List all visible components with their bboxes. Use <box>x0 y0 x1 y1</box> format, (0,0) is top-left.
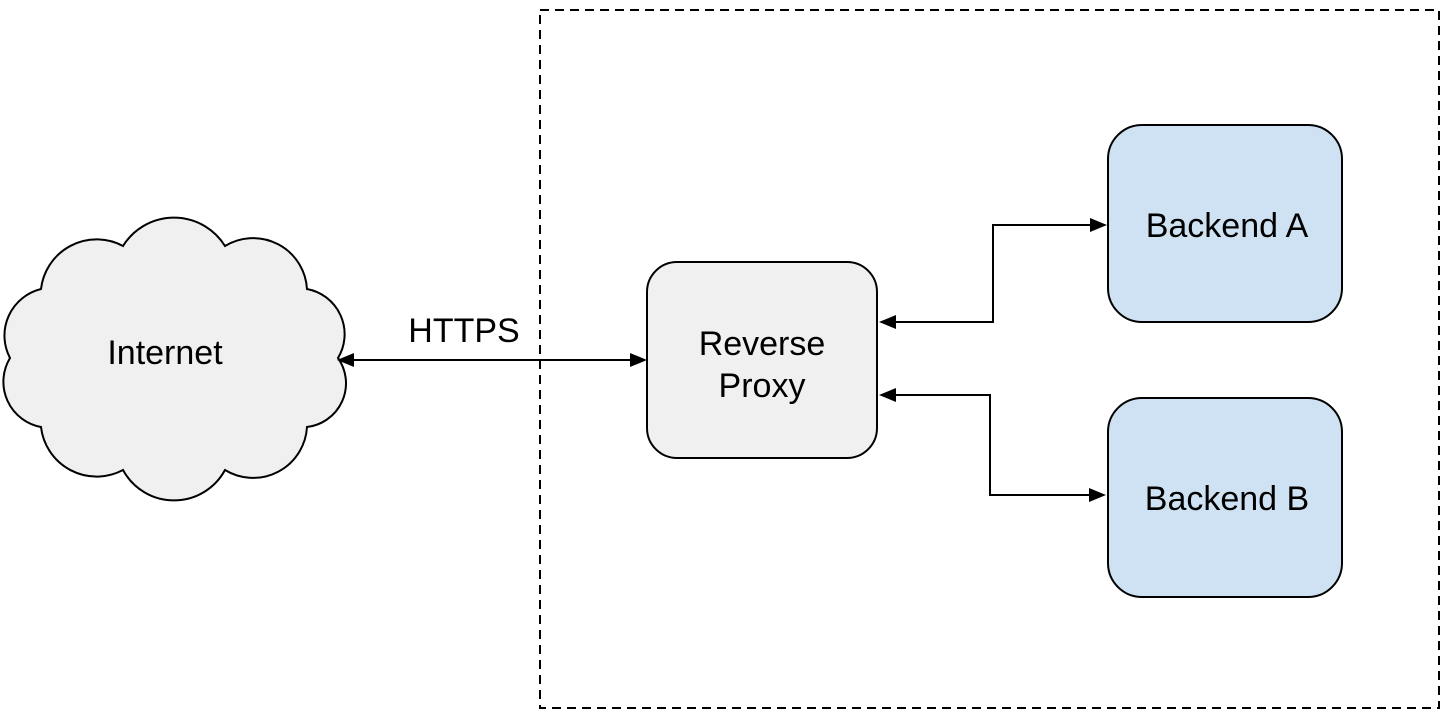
backend-b-label: Backend B <box>1145 480 1309 518</box>
arrowhead-into-backend-a <box>1090 218 1107 232</box>
backend-a-node: Backend A <box>1107 124 1343 323</box>
arrowhead-into-internet <box>337 353 354 367</box>
arrowhead-into-reverse-proxy-top <box>879 315 896 329</box>
edge-line-backend-a <box>881 224 1104 323</box>
edge-reverse-proxy-backend-b <box>879 388 1106 502</box>
backend-b-shape <box>1107 397 1343 598</box>
internet-node: Internet <box>2 216 347 502</box>
backend-b-node: Backend B <box>1107 397 1343 598</box>
arrowhead-into-reverse-proxy-bottom <box>879 388 896 402</box>
internet-cloud-shape <box>2 216 347 502</box>
https-edge-label: HTTPS <box>408 312 519 350</box>
reverse-proxy-node: Reverse Proxy <box>646 261 878 459</box>
backend-a-label: Backend A <box>1146 207 1309 245</box>
edge-internet-reverse-proxy: HTTPS <box>337 312 647 367</box>
reverse-proxy-shape <box>646 261 878 459</box>
network-boundary <box>539 9 1440 709</box>
arrowhead-into-reverse-proxy-left <box>630 353 647 367</box>
edge-reverse-proxy-backend-a <box>879 218 1107 329</box>
reverse-proxy-label-line1: Reverse <box>699 325 826 363</box>
edge-line-backend-b <box>881 394 1103 496</box>
internet-label: Internet <box>107 334 223 372</box>
reverse-proxy-label-line2: Proxy <box>719 367 806 405</box>
backend-a-shape <box>1107 124 1343 323</box>
arrowhead-into-backend-b <box>1089 488 1106 502</box>
